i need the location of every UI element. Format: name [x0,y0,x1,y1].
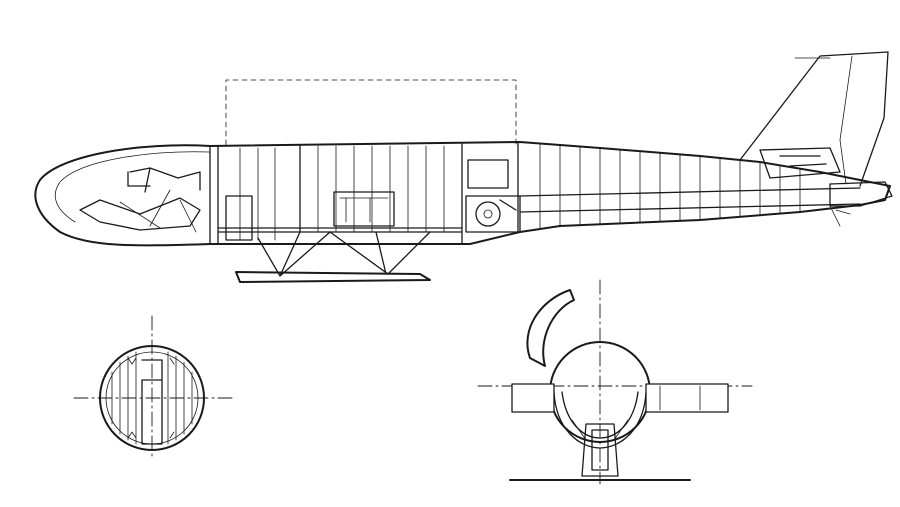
front-fuselage-inner [561,391,639,439]
landing-skid [235,271,431,283]
cockpit-frame [127,167,201,193]
cargo-crate-detail [339,197,389,223]
tail-fin-rudder-line [839,55,853,185]
tail-fin [739,51,889,187]
right-stub-wing [645,383,729,413]
front-view [477,279,753,485]
open-hatch [526,289,575,367]
nose-inner-contour [54,151,211,223]
longitudinal-beam [519,187,861,213]
cockpit-braces [119,189,197,233]
skid-struts [257,231,431,277]
engine-mount [465,195,521,233]
rear-bulkhead [461,141,519,245]
left-stub-wing [511,383,555,413]
engine-wheel [475,201,501,227]
right-stub-wing-detail [659,385,701,411]
tailplane [829,181,893,207]
engine-wheel-hub [483,209,493,219]
cross-section-bars [111,351,193,445]
front-equipment-box [225,195,253,241]
fuselage-frames [239,142,801,241]
cabin-floor [217,227,463,233]
cross-section [73,315,235,459]
front-fuselage-lower-half [553,391,647,449]
dashed-outline-box [225,79,517,146]
front-gear-braces [571,419,629,441]
front-landing-gear [581,423,619,477]
tail-interior-structure [759,147,841,179]
tail-strut [829,205,851,227]
fuselage-outline [34,141,891,247]
cross-section-core [141,359,163,445]
cargo-crate [333,191,395,227]
cross-section-outer-ring [99,345,205,451]
side-view [34,51,893,283]
cockpit-controls [79,197,201,231]
front-bulkhead [209,145,219,245]
cross-section-arrows [127,357,175,439]
rear-box [467,159,509,189]
